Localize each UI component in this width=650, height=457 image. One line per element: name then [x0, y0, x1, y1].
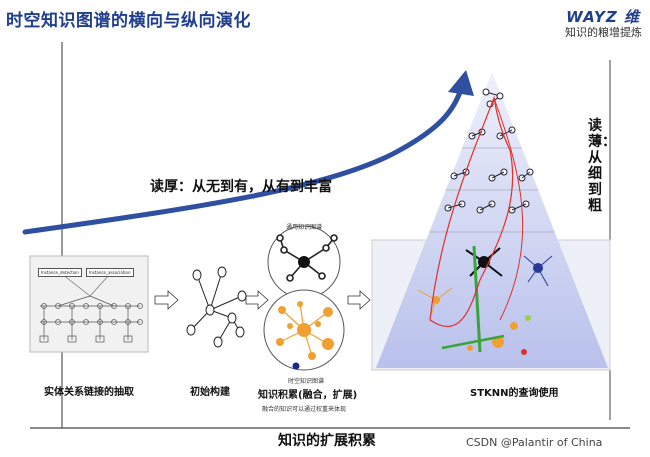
instance-detection-box: Instance_detection: [38, 268, 82, 277]
growth-arrow: [22, 83, 465, 235]
stage-arrow-2: [245, 290, 269, 310]
stage-initial-caption: 初始构建: [190, 387, 230, 398]
general-kg-label: 通用知识图谱: [286, 224, 323, 231]
watermark: CSDN @Palantir of China: [466, 436, 603, 449]
stage-accumulation-caption: 知识积累(融合，扩展): [258, 390, 358, 401]
stage-initial-graph: [186, 266, 247, 348]
pyramid: [376, 72, 608, 368]
brand-subtitle: 知识的粮增提炼: [565, 26, 642, 39]
axis-label: 知识的扩展积累: [278, 433, 376, 449]
stage-pyramid: [371, 72, 611, 371]
page-title: 时空知识图谱的横向与纵向演化: [6, 11, 251, 31]
instance-association-box: Instance_association: [86, 268, 134, 277]
stage-accumulation-note: 融合的知识可以通过权重来体现: [262, 406, 347, 413]
stage-extraction-caption: 实体关系链接的抽取: [44, 387, 134, 398]
brand-logo: WAYZ 维: [566, 8, 640, 26]
stage-arrow-3: [347, 290, 371, 310]
stage-arrows: [154, 290, 371, 310]
read-thick-label: 读厚：从无到有，从有到丰富: [150, 179, 332, 195]
stage-accumulation: [263, 225, 345, 371]
growth-arrow-head: [448, 70, 474, 96]
stage-arrow-1: [154, 290, 179, 310]
stage-query-caption: STKNN的查询使用: [470, 388, 559, 399]
spatiotemporal-kg-label: 时空知识图谱: [288, 378, 325, 385]
read-thin-label: 读薄：从细到粗: [588, 118, 616, 214]
